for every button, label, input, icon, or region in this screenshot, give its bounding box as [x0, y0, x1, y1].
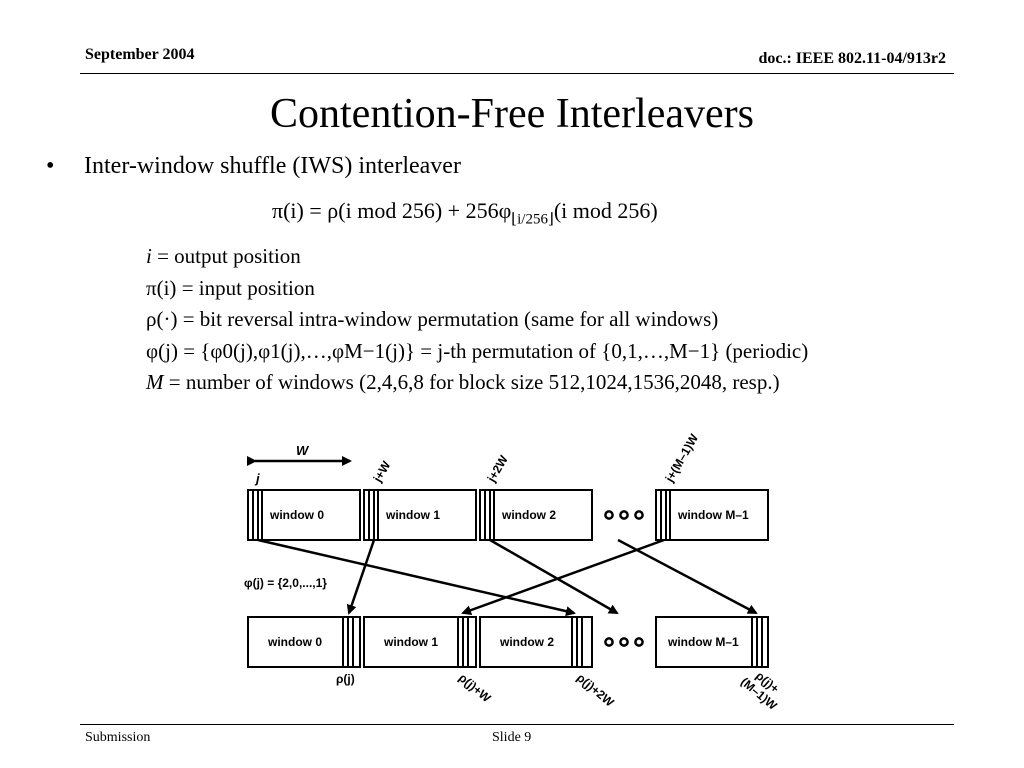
definition-output: i = output position [146, 241, 808, 273]
def-text: = number of windows (2,4,6,8 for block s… [163, 370, 780, 394]
window-label: window M–1 [667, 635, 739, 649]
header-doc-id: doc.: IEEE 802.11-04/913r2 [758, 50, 946, 67]
window-label: window 2 [501, 508, 556, 522]
top-window-2: window 2 [479, 489, 593, 541]
arrow-ellipsis-to-wm1 [617, 538, 758, 615]
formula-pi: π(i) [272, 198, 304, 223]
top-window-m1: window M–1 [655, 489, 769, 541]
definitions-list: i = output position π(i) = input positio… [146, 241, 808, 399]
def-text: = bit reversal intra-window permutation … [177, 307, 719, 331]
definition-m: M = number of windows (2,4,6,8 for block… [146, 367, 808, 399]
top-ellipsis [604, 510, 644, 520]
bullet-marker: • [46, 153, 55, 179]
definition-phi: φ(j) = {φ0(j),φ1(j),…,φM−1(j)} = j-th pe… [146, 336, 808, 368]
arrow-wm1-to-w1 [461, 538, 665, 615]
offset-label-w: j+W [370, 458, 394, 485]
window-label: window 0 [267, 635, 322, 649]
def-var: M [146, 370, 164, 394]
def-var: i [146, 244, 152, 268]
top-window-0: window 0 [247, 489, 361, 541]
def-var: φ(j) [146, 338, 178, 363]
formula-eq: = [309, 198, 322, 223]
header-rule [80, 73, 954, 74]
formula-coef: 256 [465, 198, 499, 223]
formula-plus: + [447, 198, 461, 223]
top-window-1: window 1 [363, 489, 477, 541]
slide-title: Contention-Free Interleavers [270, 91, 754, 137]
footer-slide-number: Slide 9 [492, 730, 532, 745]
window-label: window M–1 [677, 508, 749, 522]
bottom-window-1: window 1 [363, 616, 477, 668]
offset-label-mw: j+(M–1)W [662, 431, 701, 485]
arrow-w0-to-w2 [257, 538, 576, 617]
bottom-window-m1: window M–1 [655, 616, 769, 668]
definition-rho: ρ(·) = bit reversal intra-window permuta… [146, 304, 808, 336]
bottom-window-2: window 2 [479, 616, 593, 668]
def-text: = input position [176, 275, 315, 300]
window-label: window 1 [385, 508, 440, 522]
bottom-window-0: window 0 [247, 616, 361, 668]
footer-submission: Submission [85, 730, 151, 745]
phi-permutation-label: φ(j) = {2,0,...,1} [244, 576, 327, 590]
width-label: W [296, 443, 310, 458]
offset-label-2w: j+2W [484, 452, 511, 485]
arrow-w2-to-ellipsis [489, 538, 619, 615]
definition-input: π(i) = input position [146, 273, 808, 305]
window-label: window 0 [269, 508, 324, 522]
j-label: j [254, 471, 260, 486]
interleaver-formula: π(i) = ρ(i mod 256) + 256φ⌊i/256⌋(i mod … [272, 198, 658, 228]
formula-phi: φ [498, 198, 512, 223]
def-text: = {φ0(j),φ1(j),…,φM−1(j)} = j-th permuta… [177, 338, 809, 363]
bottom-ellipsis [604, 637, 644, 647]
formula-rho: ρ(i mod 256) [327, 198, 443, 223]
formula-phi-sub: ⌊i/256⌋ [511, 211, 554, 228]
bottom-label-rho-2w: ρ(j)+2W [574, 671, 617, 710]
window-label: window 1 [383, 635, 438, 649]
def-text: = output position [151, 244, 301, 268]
def-var: π(i) [146, 275, 177, 300]
def-var: ρ(·) [146, 307, 178, 331]
window-label: window 2 [499, 635, 554, 649]
bottom-label-rho-w: ρ(j)+W [456, 671, 494, 706]
arrow-w1-to-w0 [346, 539, 376, 615]
bottom-label-rho: ρ(j) [336, 672, 355, 686]
header-date: September 2004 [85, 46, 195, 63]
footer-rule [80, 724, 954, 725]
bullet-text: Inter-window shuffle (IWS) interleaver [84, 153, 461, 179]
formula-phi-arg: (i mod 256) [553, 198, 658, 223]
